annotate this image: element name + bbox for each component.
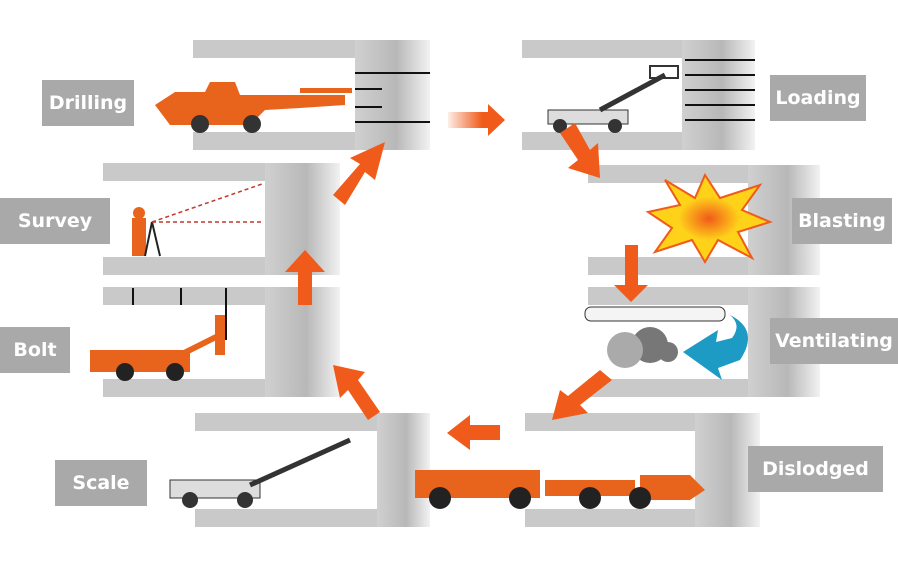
arrow-icon xyxy=(447,415,500,450)
tunnel-drilling xyxy=(193,40,430,150)
arrow-icon xyxy=(448,104,505,136)
arrow-icon xyxy=(285,250,325,305)
ventilation-duct-icon xyxy=(584,306,726,322)
bolt-lines xyxy=(132,288,227,340)
drill-holes xyxy=(355,72,430,123)
charge-lines xyxy=(685,59,755,121)
bolting-rig-icon xyxy=(90,315,225,381)
arrow-icon xyxy=(333,365,380,420)
step-label-blasting: Blasting xyxy=(792,198,892,244)
survey-beams xyxy=(151,183,263,223)
haul-truck-icon xyxy=(415,470,705,509)
step-label-bolt: Bolt xyxy=(0,327,70,373)
step-label-scale: Scale xyxy=(55,460,147,506)
step-label-dislodged: Dislodged xyxy=(748,446,883,492)
drill-rig-icon xyxy=(155,82,352,133)
airflow-arrow-icon xyxy=(683,315,748,380)
arrow-icon xyxy=(560,123,600,178)
explosion-icon xyxy=(645,172,773,264)
tunnel-dislodged xyxy=(525,413,760,527)
step-label-drilling: Drilling xyxy=(42,80,134,126)
arrow-icon xyxy=(333,142,385,205)
arrow-icon xyxy=(552,370,612,420)
charging-rig-icon xyxy=(547,65,679,133)
tunnel-bolt xyxy=(103,287,340,397)
scaling-rig-icon xyxy=(169,437,352,508)
cycle-arrows xyxy=(285,104,648,450)
step-label-ventilating: Ventilating xyxy=(770,318,898,364)
step-label-loading: Loading xyxy=(770,75,866,121)
smoke-cloud-icon xyxy=(607,327,678,368)
step-label-survey: Survey xyxy=(0,198,110,244)
arrow-icon xyxy=(614,245,648,302)
surveyor-icon xyxy=(132,207,161,257)
